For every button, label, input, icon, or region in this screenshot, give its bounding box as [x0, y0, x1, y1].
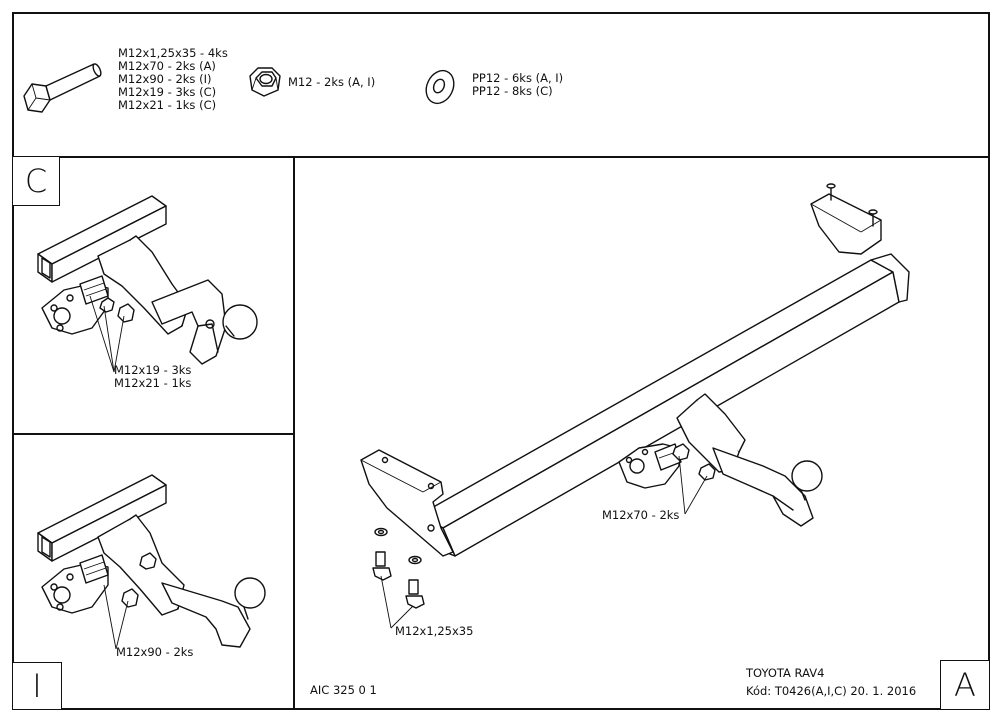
bolt-drawing — [23, 63, 102, 113]
bolt-spec-line: M12x21 - 1ks (C) — [118, 98, 217, 112]
panel-c-callout: M12x19 - 3ks M12x21 - 1ks — [114, 364, 191, 390]
panel-c-letter: C — [12, 156, 60, 206]
bolt-spec-line: M12x1,25x35 - 4ks — [118, 46, 228, 60]
towbar-i-drawing — [37, 474, 266, 650]
nut-spec-list: M12 - 2ks (A, I) — [288, 76, 375, 89]
towbar-c-drawing — [37, 195, 258, 373]
panel-a-letter: A — [940, 660, 990, 710]
product-code: Kód: T0426(A,I,C) 20. 1. 2016 — [746, 684, 917, 698]
callout-line: M12x90 - 2ks — [116, 645, 194, 659]
drawing-number: AIC 325 0 1 — [310, 683, 377, 697]
bolt-spec-line: M12x19 - 3ks (C) — [118, 85, 217, 99]
panel-i-callout: M12x90 - 2ks — [116, 646, 193, 659]
panel-i-letter: I — [12, 662, 62, 710]
callout-line: M12x19 - 3ks — [114, 363, 192, 377]
bolt-spec-line: M12x90 - 2ks (I) — [118, 72, 212, 86]
washer-drawing — [425, 69, 455, 105]
washer-spec-line: PP12 - 8ks (C) — [472, 84, 553, 98]
panel-a-callout-bolts-side: M12x70 - 2ks — [602, 508, 680, 522]
bolt-spec-line: M12x70 - 2ks (A) — [118, 59, 216, 73]
nut-spec-line: M12 - 2ks (A, I) — [288, 75, 376, 89]
vehicle-model: TOYOTA RAV4 — [746, 666, 825, 680]
panel-a-callout-bolts-bottom: M12x1,25x35 — [395, 624, 474, 638]
nut-drawing — [249, 67, 281, 97]
washer-spec-list: PP12 - 6ks (A, I) PP12 - 8ks (C) — [472, 72, 563, 98]
panel-a — [293, 156, 990, 710]
bolt-spec-list: M12x1,25x35 - 4ks M12x70 - 2ks (A) M12x9… — [118, 47, 228, 112]
towbar-a-drawing — [360, 183, 910, 629]
callout-line: M12x21 - 1ks — [114, 376, 192, 390]
bolt-icon — [23, 63, 455, 113]
washer-spec-line: PP12 - 6ks (A, I) — [472, 71, 564, 85]
